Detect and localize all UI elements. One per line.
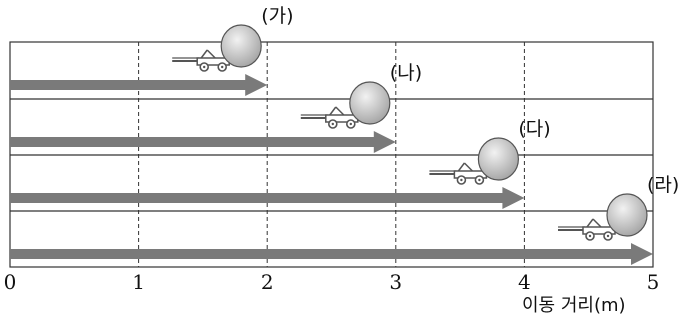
axis-title: 이동 거리(m)	[522, 295, 626, 316]
ball-icon	[349, 81, 391, 125]
trial-label: (라)	[647, 174, 679, 196]
ball-icon	[477, 137, 519, 181]
distance-gridlines	[138, 42, 525, 267]
cart-icon	[558, 218, 616, 241]
trial-label: (다)	[518, 118, 550, 140]
trial-row: (가)	[10, 5, 294, 96]
ball-icon	[220, 24, 262, 68]
tick-label-4: 4	[518, 270, 531, 294]
tick-label-1: 1	[132, 270, 145, 294]
trial-label: (나)	[390, 62, 422, 84]
trial-row: (라)	[10, 174, 679, 265]
cart-icon	[172, 49, 230, 72]
distance-arrow	[10, 131, 396, 153]
ball-icon	[606, 193, 648, 237]
distance-arrow	[10, 74, 268, 96]
cart-icon	[300, 106, 359, 129]
trial-row: (나)	[10, 62, 422, 153]
trial-label: (가)	[261, 5, 293, 27]
lane-separators	[10, 98, 653, 212]
tick-label-2: 2	[261, 270, 274, 294]
tick-label-3: 3	[389, 270, 402, 294]
distance-arrow	[10, 243, 653, 265]
cart-icon	[429, 162, 488, 185]
distance-arrow	[10, 187, 525, 209]
tick-label-0: 0	[4, 270, 17, 294]
trial-row: (다)	[10, 118, 551, 209]
tick-label-5: 5	[647, 270, 660, 294]
